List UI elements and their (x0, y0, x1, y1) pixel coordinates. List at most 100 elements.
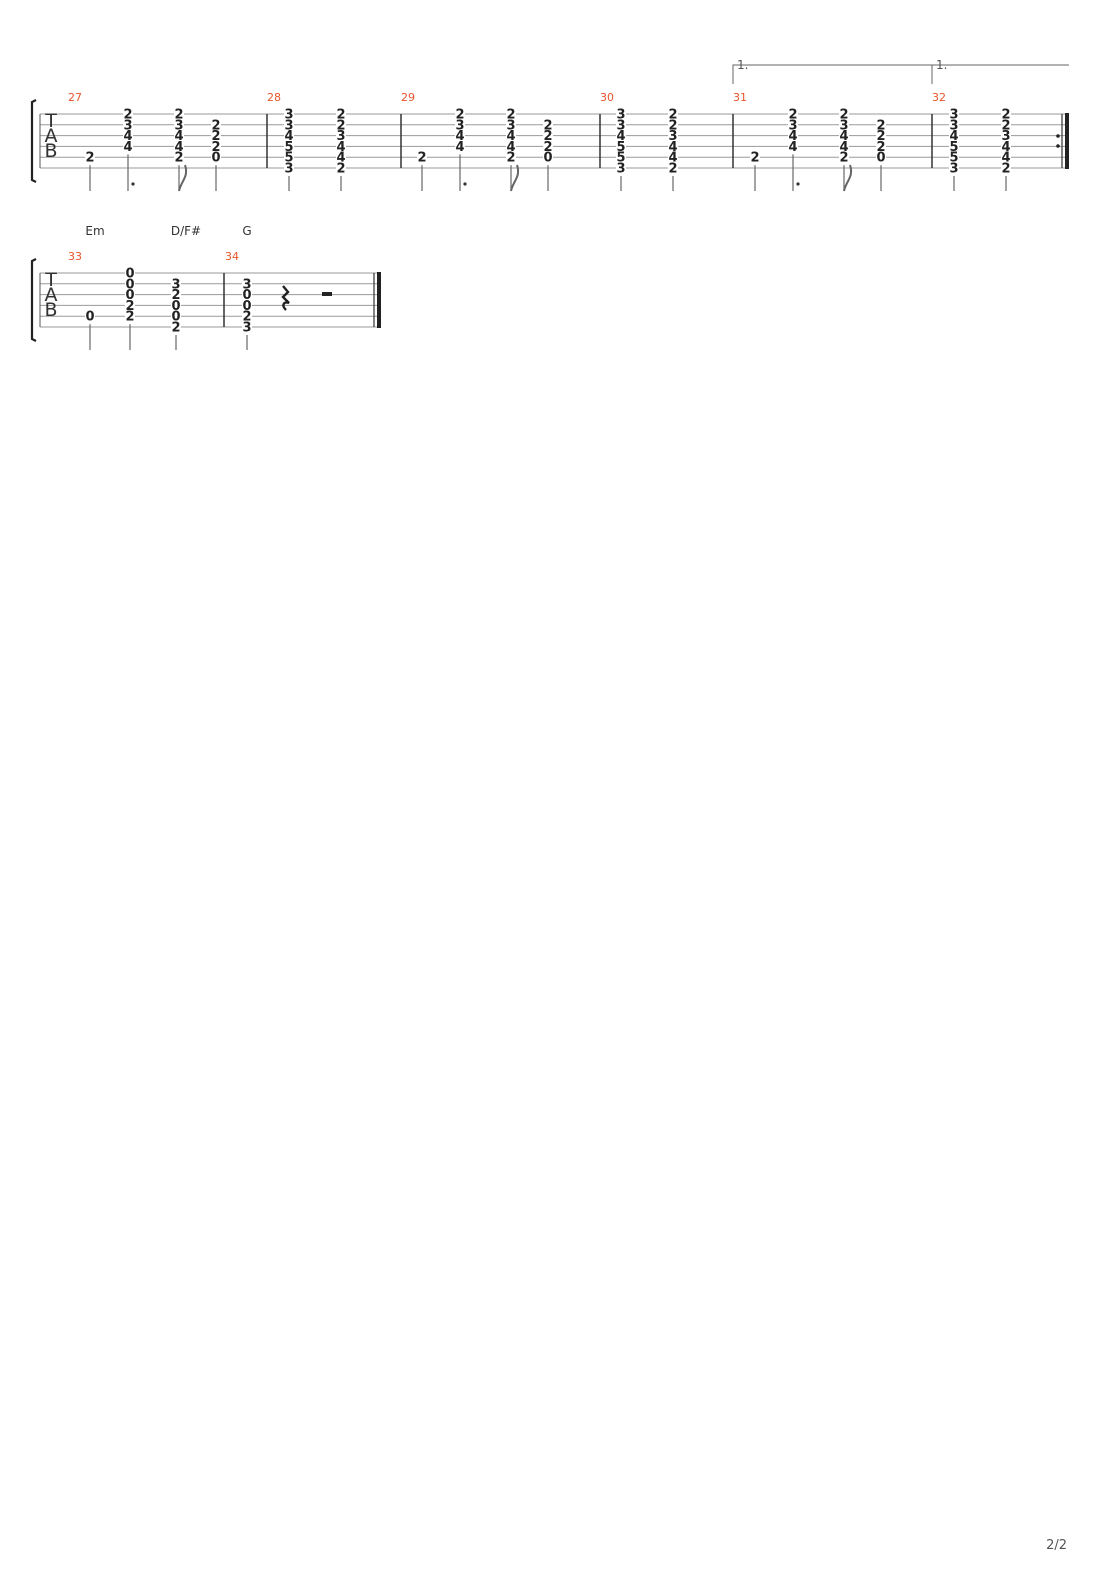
quarter-rest (281, 285, 290, 311)
fret-number: 3 (949, 118, 958, 133)
fret-number: 3 (171, 277, 180, 292)
fret-number: 0 (125, 267, 134, 282)
fret-number: 5 (949, 140, 958, 155)
fret-mask (284, 119, 294, 130)
eighth-flag (510, 164, 520, 192)
fret-mask (668, 109, 678, 119)
fret-number: 2 (336, 162, 345, 177)
tab-clef-letter: B (44, 140, 57, 162)
fret-number: 4 (616, 129, 625, 144)
fret-number: 2 (506, 151, 515, 166)
volta-bracket (931, 64, 1069, 84)
fret-number: 2 (123, 108, 132, 123)
fret-number: 3 (616, 108, 625, 123)
fret-number: 4 (1001, 151, 1010, 166)
fret-mask (616, 119, 626, 130)
fret-mask (949, 152, 959, 163)
fret-mask (336, 130, 346, 141)
fret-number: 2 (336, 118, 345, 133)
chord-name: D/F# (171, 224, 201, 238)
fret-mask (174, 130, 184, 141)
fret-number: 2 (1001, 108, 1010, 123)
fret-number: 4 (336, 140, 345, 155)
fret-number: 0 (876, 151, 885, 166)
page-number: 2/2 (1046, 1538, 1067, 1553)
fret-number: 4 (788, 129, 797, 144)
fret-mask (1001, 152, 1011, 163)
fret-number: 0 (85, 310, 94, 325)
rhythm-dot (463, 182, 467, 186)
measure-number: 27 (68, 91, 82, 104)
fret-mask (123, 130, 133, 141)
fret-mask (839, 119, 849, 130)
fret-number: 4 (668, 151, 677, 166)
fret-number: 4 (174, 129, 183, 144)
fret-number: 2 (506, 108, 515, 123)
fret-number: 3 (455, 118, 464, 133)
fret-mask (1001, 141, 1011, 152)
fret-mask (455, 141, 465, 152)
fret-mask (506, 152, 516, 163)
fret-number: 0 (211, 151, 220, 166)
fret-number: 3 (242, 277, 251, 292)
fret-number: 4 (949, 129, 958, 144)
fret-mask (543, 152, 553, 163)
fret-mask (123, 141, 133, 152)
fret-mask (242, 278, 252, 289)
fret-mask (788, 141, 798, 152)
fret-mask (174, 109, 184, 119)
fret-mask (336, 109, 346, 119)
fret-mask (750, 152, 760, 163)
fret-number: 0 (171, 310, 180, 325)
fret-mask (949, 109, 959, 119)
fret-mask (949, 141, 959, 152)
fret-number: 2 (174, 151, 183, 166)
fret-number: 2 (336, 108, 345, 123)
repeat-dot (1056, 134, 1060, 138)
fret-number: 2 (242, 310, 251, 325)
fret-mask (211, 141, 221, 152)
fret-number: 3 (242, 321, 251, 336)
fret-mask (668, 119, 678, 130)
fret-mask (242, 289, 252, 300)
fret-number: 4 (123, 129, 132, 144)
fret-mask (242, 322, 252, 332)
fret-number: 2 (543, 140, 552, 155)
fret-number: 4 (455, 140, 464, 155)
fret-mask (125, 300, 135, 311)
fret-number: 3 (1001, 129, 1010, 144)
tab-clef-letter: A (45, 125, 58, 147)
fret-number: 2 (750, 151, 759, 166)
tab-clef-letter: B (44, 299, 57, 321)
fret-number: 0 (242, 299, 251, 314)
fret-number: 0 (171, 299, 180, 314)
fret-mask (171, 311, 181, 322)
fret-number: 2 (543, 118, 552, 133)
fret-number: 0 (125, 288, 134, 303)
fret-mask (336, 141, 346, 152)
fret-mask (839, 141, 849, 152)
fret-number: 2 (1001, 162, 1010, 177)
fret-mask (543, 119, 553, 130)
fret-mask (876, 141, 886, 152)
fret-number: 3 (949, 162, 958, 177)
fret-mask (839, 152, 849, 163)
fret-number: 2 (543, 129, 552, 144)
fret-number: 2 (876, 118, 885, 133)
fret-number: 2 (1001, 118, 1010, 133)
repeat-dot (1056, 144, 1060, 148)
fret-mask (506, 130, 516, 141)
fret-number: 4 (336, 151, 345, 166)
measure-number: 33 (68, 250, 82, 263)
fret-number: 2 (171, 288, 180, 303)
fret-mask (284, 109, 294, 119)
fret-mask (455, 119, 465, 130)
fret-mask (506, 141, 516, 152)
fret-number: 4 (174, 140, 183, 155)
fret-mask (616, 152, 626, 163)
fret-mask (876, 130, 886, 141)
fret-number: 3 (839, 118, 848, 133)
fret-mask (125, 311, 135, 322)
fret-mask (123, 119, 133, 130)
